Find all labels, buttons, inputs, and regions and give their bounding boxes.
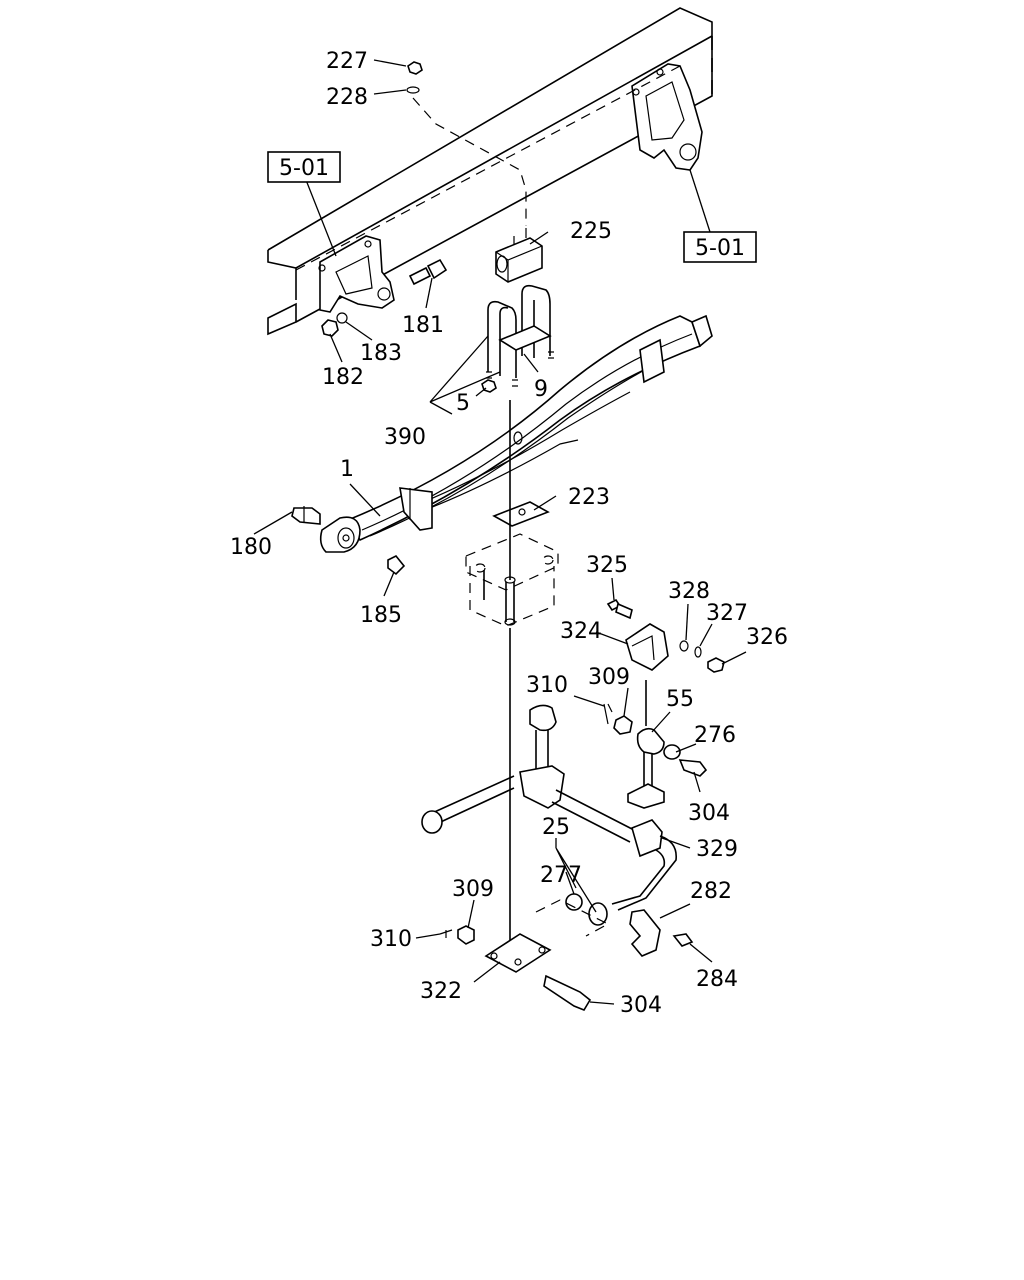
- cotter-pin-310b: [439, 929, 453, 938]
- bolt-304b: [543, 974, 592, 1011]
- u-bolt-pair: [486, 284, 554, 387]
- callout-309-lower[interactable]: 309: [452, 877, 494, 902]
- centerline-frame: [295, 65, 681, 271]
- bolt-325: [606, 598, 633, 620]
- nut-326: [707, 657, 725, 673]
- bolt-284: [672, 933, 694, 947]
- callout-228[interactable]: 228: [326, 85, 368, 110]
- cotter-pin-310a: [603, 703, 613, 725]
- leader-lines: [253, 59, 747, 1005]
- callout-182[interactable]: 182: [322, 365, 364, 390]
- callout-225[interactable]: 225: [570, 219, 612, 244]
- link-bracket-322: [484, 933, 552, 973]
- nut-227: [407, 61, 423, 75]
- callout-327[interactable]: 327: [706, 601, 748, 626]
- stabilizer-bar: [421, 775, 677, 911]
- callout-25[interactable]: 25: [542, 815, 570, 840]
- callout-55[interactable]: 55: [666, 687, 694, 712]
- callout-labels: 227 228 225 181 183 182 9 5 390 1 223 18…: [230, 49, 788, 1018]
- ref-box-left-text: 5-01: [279, 156, 329, 181]
- nut-309b: [457, 925, 475, 945]
- bump-stopper-225: [495, 228, 543, 283]
- callout-304-lower[interactable]: 304: [620, 993, 662, 1018]
- stabilizer-link-55: [627, 680, 665, 809]
- washer-228: [406, 86, 420, 94]
- callout-309-upper[interactable]: 309: [588, 665, 630, 690]
- nut-182: [321, 319, 339, 337]
- washer-183: [336, 312, 348, 324]
- grease-nipple-185: [387, 554, 406, 576]
- bushing-276: [663, 744, 681, 760]
- callout-277[interactable]: 277: [540, 863, 582, 888]
- callout-329[interactable]: 329: [696, 837, 738, 862]
- leaf-spring: [319, 314, 713, 553]
- callout-282[interactable]: 282: [690, 879, 732, 904]
- callout-181[interactable]: 181: [402, 313, 444, 338]
- ref-box-right-text: 5-01: [695, 236, 745, 261]
- callout-390[interactable]: 390: [384, 425, 426, 450]
- callout-183[interactable]: 183: [360, 341, 402, 366]
- callout-325[interactable]: 325: [586, 553, 628, 578]
- callout-276[interactable]: 276: [694, 723, 736, 748]
- callout-304-upper[interactable]: 304: [688, 801, 730, 826]
- bolt-181: [408, 258, 448, 286]
- callout-1[interactable]: 1: [340, 457, 354, 482]
- phantom-plate: [535, 899, 610, 937]
- callout-5[interactable]: 5: [456, 391, 470, 416]
- callout-326[interactable]: 326: [746, 625, 788, 650]
- stabilizer-link-left: [519, 704, 565, 809]
- callout-9[interactable]: 9: [534, 377, 548, 402]
- ref-box-left[interactable]: 5-01: [267, 151, 341, 183]
- bolt-304a: [678, 759, 708, 777]
- axle-seat: [465, 533, 559, 627]
- nut-309a: [613, 715, 633, 735]
- callout-227[interactable]: 227: [326, 49, 368, 74]
- callout-284[interactable]: 284: [696, 967, 738, 992]
- callout-324[interactable]: 324: [560, 619, 602, 644]
- ref-box-right[interactable]: 5-01: [683, 231, 757, 263]
- stabilizer-bracket-324: [625, 623, 669, 671]
- callout-322[interactable]: 322: [420, 979, 462, 1004]
- centerline-bumper: [412, 97, 527, 226]
- washer-327: [694, 646, 702, 658]
- front-hanger-bracket: [318, 235, 395, 313]
- callout-328[interactable]: 328: [668, 579, 710, 604]
- washer-328: [679, 640, 689, 652]
- clamp-282: [629, 909, 661, 957]
- spring-pin-180: [291, 506, 321, 525]
- spring-seat-223: [492, 501, 550, 527]
- callout-310-lower[interactable]: 310: [370, 927, 412, 952]
- callout-185[interactable]: 185: [360, 603, 402, 628]
- callout-223[interactable]: 223: [568, 485, 610, 510]
- callout-310-upper[interactable]: 310: [526, 673, 568, 698]
- rear-hanger-bracket: [631, 63, 703, 171]
- callout-180[interactable]: 180: [230, 535, 272, 560]
- frame-rail: [267, 7, 713, 336]
